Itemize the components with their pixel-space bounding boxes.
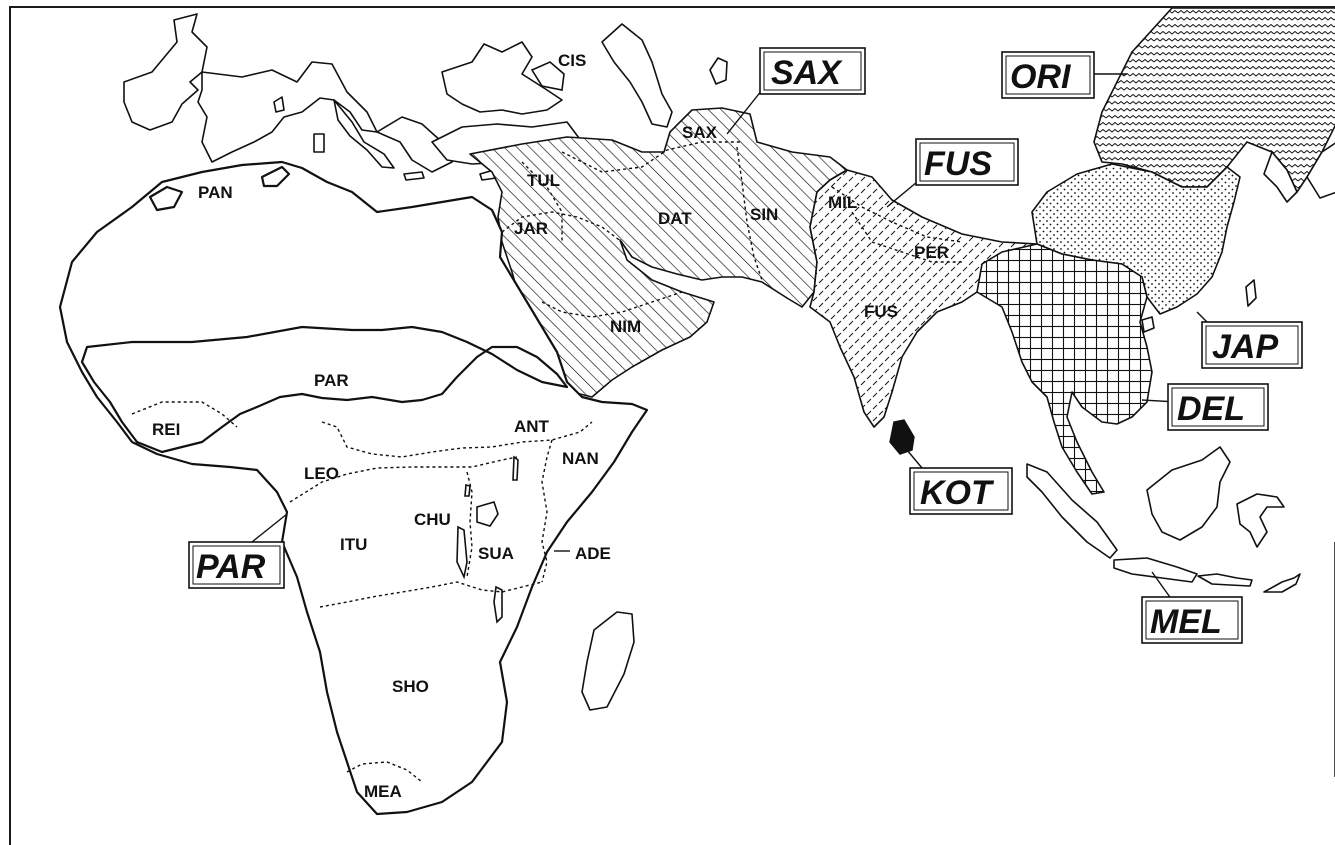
europe-mainland (197, 61, 378, 163)
borneo-island (1146, 446, 1231, 541)
nim-border (541, 291, 683, 318)
nan-border (541, 439, 553, 583)
caspian-west-coast (601, 23, 673, 128)
leader-sax (726, 89, 763, 135)
aral-lake (709, 57, 728, 85)
label-mea: MEA (364, 782, 402, 801)
label-sho: SHO (392, 677, 429, 696)
label-mil: MIL (828, 193, 857, 212)
italy (333, 99, 395, 169)
mea-border (346, 761, 423, 783)
ori-region (1093, 8, 1335, 193)
hainan-island (1141, 316, 1155, 333)
boxed-label-kot: KOT (909, 467, 1013, 515)
kot-region (889, 419, 915, 455)
lake-victoria (476, 501, 499, 527)
madagascar-island (581, 611, 635, 711)
japan-island (1306, 142, 1335, 199)
korea-peninsula (1263, 151, 1298, 203)
pan-lake-2 (260, 165, 291, 188)
map-frame: CIS SAX TUL JAR DAT SIN MIL PER FUS NIM … (9, 6, 1335, 845)
label-leo: LEO (304, 464, 339, 483)
lake-tanganyika (456, 525, 468, 580)
mil-per-border (831, 186, 963, 243)
leader-fus (886, 181, 918, 208)
corsica-island (273, 96, 285, 113)
label-sua: SUA (478, 544, 514, 563)
sumatra-island (1026, 463, 1118, 559)
tul-border (521, 161, 563, 242)
leo-itu-border (289, 456, 518, 503)
label-tul: TUL (527, 171, 560, 190)
label-itu: ITU (340, 535, 367, 554)
rei-border (131, 401, 238, 428)
java-island (1113, 557, 1198, 583)
label-fus-region: FUS (864, 302, 898, 321)
boxed-label-fus: FUS (915, 138, 1019, 186)
lake-small (464, 483, 471, 497)
boxed-label-ori: ORI (1001, 51, 1095, 99)
sardinia (313, 133, 325, 153)
boxed-text-kot: KOT (920, 474, 995, 512)
boxed-text-del: DEL (1177, 390, 1245, 428)
boxed-label-mel: MEL (1141, 596, 1243, 644)
balkans (376, 116, 453, 173)
label-jar: JAR (514, 219, 548, 238)
leader-par (251, 513, 288, 543)
taiwan-island (1245, 279, 1257, 307)
boxed-text-mel: MEL (1150, 603, 1222, 641)
leader-mel (1151, 571, 1173, 601)
label-chu: CHU (414, 510, 451, 529)
boxed-label-sax: SAX (759, 47, 866, 95)
boxed-text-ori: ORI (1010, 58, 1072, 96)
cis-lake-hatched (530, 61, 565, 91)
region-label-group: CIS SAX TUL JAR DAT SIN MIL PER FUS NIM … (152, 51, 949, 801)
lake-turkana (512, 455, 519, 481)
boxed-label-del: DEL (1167, 383, 1269, 431)
del-region (976, 243, 1153, 495)
lake-malawi (493, 585, 503, 624)
label-sin: SIN (750, 205, 778, 224)
per-fus-border (851, 211, 962, 263)
sua-border (466, 471, 473, 578)
boxed-text-sax: SAX (771, 54, 843, 92)
boxed-label-par: PAR (188, 541, 285, 589)
lesser-sunda-islands (1197, 573, 1253, 587)
boxed-text-par: PAR (196, 548, 266, 586)
boxed-label-jap: JAP (1201, 321, 1303, 369)
pan-lake (148, 185, 184, 212)
label-par-region: PAR (314, 371, 349, 390)
language-family-map: CIS SAX TUL JAR DAT SIN MIL PER FUS NIM … (58, 8, 1335, 816)
sax-sub-border (561, 141, 742, 173)
label-cis: CIS (558, 51, 586, 70)
label-pan: PAN (198, 183, 233, 202)
label-sax-region: SAX (682, 123, 718, 142)
iberia-coast (123, 13, 208, 131)
label-dat: DAT (658, 209, 692, 228)
label-ant: ANT (514, 417, 550, 436)
boxed-text-jap: JAP (1212, 328, 1278, 366)
par-zone-outline (80, 325, 569, 454)
label-nim: NIM (610, 317, 641, 336)
black-sea-north (441, 41, 563, 115)
leo-north-border (321, 421, 593, 458)
africa-continent (58, 160, 649, 816)
label-ade: ADE (575, 544, 611, 563)
itu-south-border (319, 581, 543, 608)
label-per: PER (914, 243, 949, 262)
label-nan: NAN (562, 449, 599, 468)
sulawesi-island (1236, 493, 1285, 548)
label-rei: REI (152, 420, 180, 439)
boxed-text-fus: FUS (924, 145, 992, 183)
timor-island (1263, 573, 1301, 593)
crete-island (403, 171, 425, 181)
jar-border (501, 211, 623, 243)
